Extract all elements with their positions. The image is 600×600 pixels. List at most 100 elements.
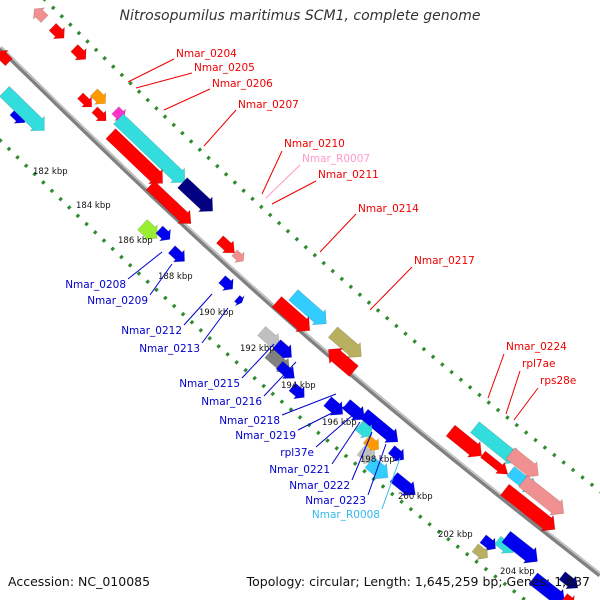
scale-label: 198 kbp	[360, 455, 395, 465]
gene-arrow[interactable]	[287, 381, 310, 404]
gene-arrow[interactable]	[500, 529, 544, 569]
gene-label[interactable]: rpl37e	[280, 447, 314, 459]
gene-label[interactable]: Nmar_0219	[235, 430, 296, 442]
scale-label: 192 kbp	[240, 344, 275, 354]
scale-label: 200 kbp	[398, 492, 433, 502]
topology-text: Topology: circular; Length: 1,645,259 bp…	[246, 574, 590, 589]
gene-arrow[interactable]	[386, 443, 409, 466]
gene-arrow[interactable]	[154, 224, 175, 246]
gene-arrow[interactable]	[75, 91, 96, 112]
gene-label[interactable]: rps28e	[540, 375, 576, 387]
leader-line	[281, 393, 337, 416]
gene-arrow[interactable]	[479, 449, 513, 480]
scale-label: 190 kbp	[199, 308, 234, 318]
leader-line	[319, 213, 357, 253]
map-title: Nitrosopumilus maritimus SCM1, complete …	[119, 8, 481, 24]
scale-label: 202 kbp	[438, 530, 473, 540]
leader-lines	[127, 58, 539, 510]
gene-arrow[interactable]	[361, 433, 384, 456]
scale-label: 186 kbp	[118, 236, 153, 246]
gene-label[interactable]: Nmar_0205	[194, 62, 255, 74]
gene-arrow[interactable]	[517, 473, 570, 521]
gene-label[interactable]: Nmar_0217	[414, 255, 475, 267]
leader-line	[183, 293, 213, 326]
gene-arrow[interactable]	[136, 217, 164, 245]
gene-arrow[interactable]	[274, 359, 300, 384]
gene-label[interactable]: Nmar_0216	[201, 396, 262, 408]
gene-arrow[interactable]	[322, 394, 349, 421]
gene-label[interactable]: Nmar_0224	[506, 341, 567, 353]
gene-arrow[interactable]	[69, 42, 92, 65]
leader-line	[331, 421, 361, 465]
leader-line	[201, 307, 229, 344]
scale-label: 184 kbp	[76, 201, 111, 211]
gene-label[interactable]: Nmar_0215	[179, 378, 240, 390]
gene-arrow[interactable]	[90, 105, 111, 126]
gene-arrow[interactable]	[504, 445, 545, 483]
leader-line	[127, 251, 163, 280]
gene-label[interactable]: Nmar_0210	[284, 138, 345, 150]
gene-label[interactable]: Nmar_0221	[269, 464, 330, 476]
gene-arrow[interactable]	[341, 397, 371, 426]
gene-arrow[interactable]	[176, 175, 220, 218]
gene-label[interactable]: Nmar_0206	[212, 78, 273, 90]
gene-label[interactable]: Nmar_0208	[65, 279, 126, 291]
gene-arrow[interactable]	[388, 470, 421, 502]
gene-arrow[interactable]	[47, 21, 70, 44]
leader-line	[271, 180, 317, 205]
gene-label[interactable]: Nmar_0209	[87, 295, 148, 307]
gene-label[interactable]: Nmar_0212	[121, 325, 182, 337]
gene-label[interactable]: rpl7ae	[522, 358, 555, 370]
gene-label[interactable]: Nmar_0214	[358, 203, 419, 215]
leader-line	[241, 343, 275, 379]
gene-arrow[interactable]	[232, 293, 246, 308]
gene-arrow[interactable]	[29, 3, 50, 25]
scale-label: 182 kbp	[33, 167, 68, 177]
leader-line	[351, 431, 373, 481]
gene-label[interactable]: Nmar_0213	[139, 343, 200, 355]
gene-arrow[interactable]	[144, 179, 197, 230]
gene-label[interactable]: Nmar_0211	[318, 169, 379, 181]
inner-dotted-guide	[0, 137, 528, 600]
gene-arrow[interactable]	[444, 423, 488, 464]
gene-arrow[interactable]	[478, 533, 500, 555]
leader-line	[315, 413, 355, 448]
gene-label[interactable]: Nmar_R0008	[312, 509, 380, 521]
gene-arrow[interactable]	[230, 248, 248, 266]
scale-label: 194 kbp	[281, 381, 316, 391]
gene-label[interactable]: Nmar_0222	[289, 480, 350, 492]
gene-label[interactable]: Nmar_0207	[238, 99, 299, 111]
gene-arrow[interactable]	[0, 45, 14, 68]
gene-arrow[interactable]	[217, 273, 238, 295]
gene-label[interactable]: Nmar_0218	[219, 415, 280, 427]
gene-arrow[interactable]	[287, 287, 333, 331]
leader-line	[297, 405, 347, 431]
gene-arrow[interactable]	[111, 112, 191, 190]
gene-arrow[interactable]	[326, 325, 367, 365]
gene-arrow[interactable]	[527, 571, 571, 600]
gene-arrow[interactable]	[363, 455, 394, 486]
gene-arrow[interactable]	[270, 294, 316, 338]
gene-label[interactable]: Nmar_0223	[305, 495, 366, 507]
scale-label: 196 kbp	[322, 418, 357, 428]
gene-arrow[interactable]	[499, 482, 562, 537]
leader-line	[261, 150, 283, 195]
gene-arrow[interactable]	[166, 244, 190, 268]
gene-label[interactable]: Nmar_0204	[176, 48, 237, 60]
leader-line	[367, 443, 387, 496]
gene-arrow[interactable]	[322, 342, 360, 379]
gene-arrow[interactable]	[0, 84, 51, 137]
leader-line	[203, 109, 237, 147]
leader-line	[149, 263, 173, 296]
leader-line	[163, 88, 211, 111]
gene-arrow[interactable]	[358, 407, 403, 449]
gene-arrow[interactable]	[354, 419, 378, 443]
gene-arrow[interactable]	[557, 569, 583, 594]
gene-arrow[interactable]	[256, 324, 286, 353]
gene-arrow[interactable]	[470, 542, 492, 564]
gene-label[interactable]: Nmar_R0007	[302, 153, 370, 165]
gene-arrow[interactable]	[559, 591, 578, 600]
gene-arrow[interactable]	[214, 233, 240, 258]
accession-text: Accession: NC_010085	[8, 574, 151, 589]
